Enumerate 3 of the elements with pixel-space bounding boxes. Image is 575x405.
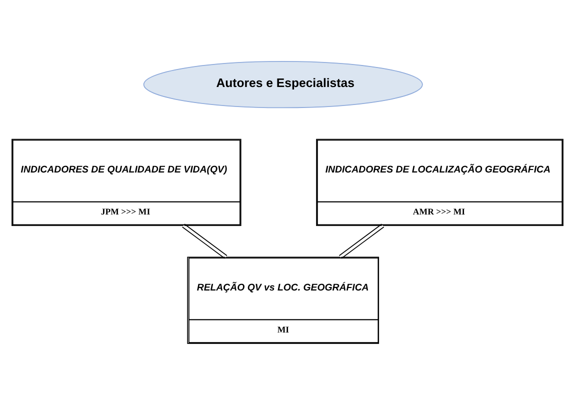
connector [338, 224, 384, 259]
node-ellipse: Autores e Especialistas [143, 60, 423, 108]
connector [182, 224, 228, 259]
